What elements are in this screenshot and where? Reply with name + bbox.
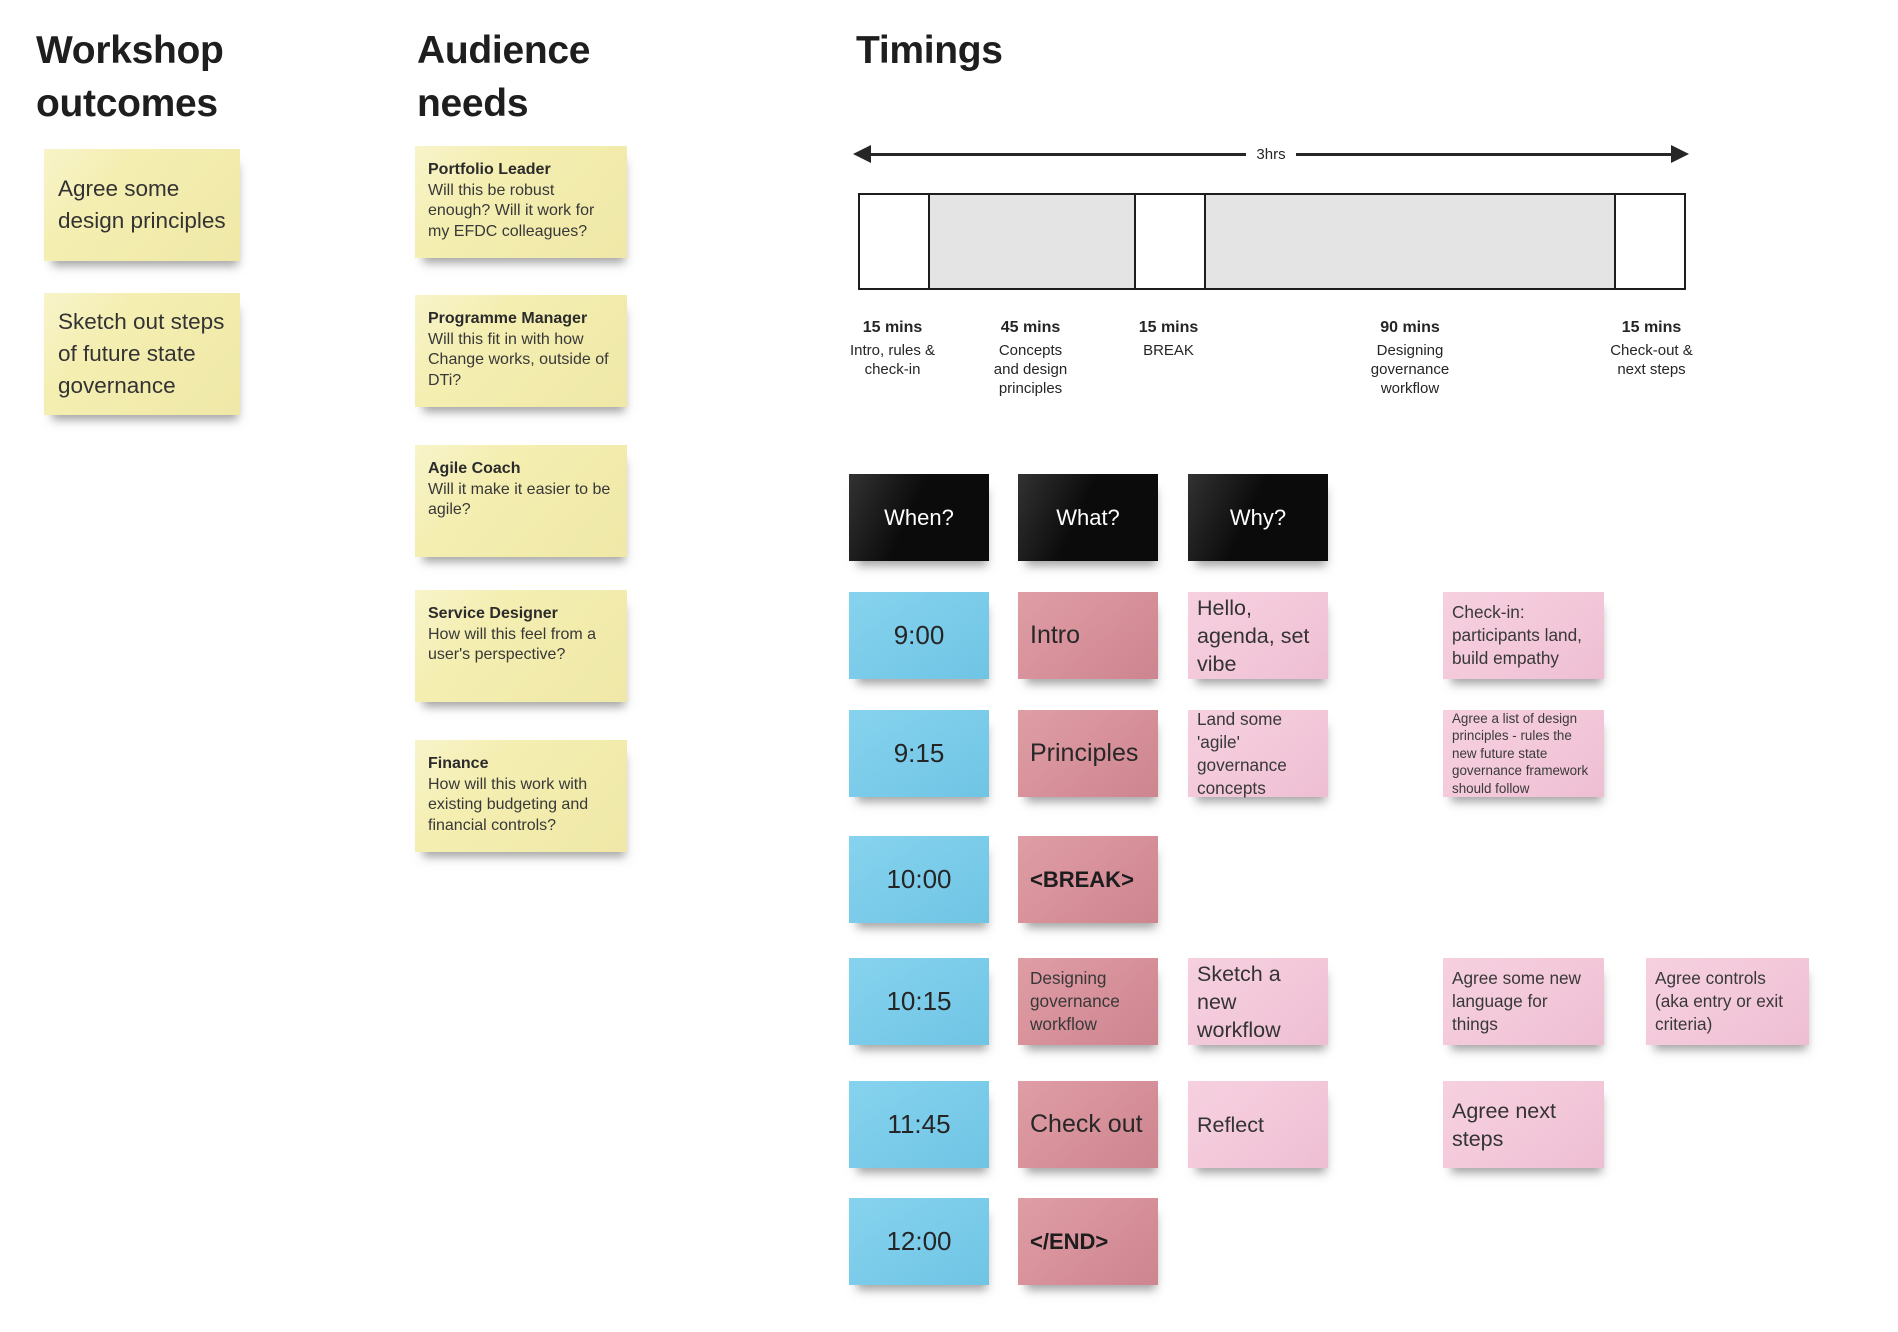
audience-role: Agile Coach (428, 460, 521, 477)
audience-question: Will this fit in with how Change works, … (428, 330, 609, 389)
audience-question: Will it make it easier to be agile? (428, 480, 611, 519)
total-duration-label: 3hrs (1256, 145, 1286, 163)
audience-role: Service Designer (428, 605, 558, 622)
sticky-note-what[interactable]: Principles (1018, 710, 1158, 797)
segment-activity: Designing governance workflow (1370, 342, 1450, 397)
column-header-note[interactable]: Why? (1188, 474, 1328, 561)
sticky-note-outcome[interactable]: Agree some design principles (44, 149, 240, 261)
sticky-note-when[interactable]: 10:15 (849, 958, 989, 1045)
sticky-note-what[interactable]: </END> (1018, 1198, 1158, 1285)
arrow-line (871, 152, 1247, 156)
workshop-outcomes-heading: Workshop outcomes (36, 29, 224, 125)
segment-activity: Intro, rules & check-in (849, 342, 936, 378)
arrow-line (1295, 152, 1671, 156)
audience-needs-heading: Audience needs (417, 29, 591, 125)
outcome-note-text: Agree some design principles (58, 176, 226, 233)
what-activity-text: Check out (1030, 1110, 1143, 1138)
audience-question: Will this be robust enough? Will it work… (428, 181, 595, 240)
timings-heading: Timings (856, 29, 1003, 72)
sticky-note-when[interactable]: 12:00 (849, 1198, 989, 1285)
sticky-note-why[interactable]: Agree next steps (1443, 1081, 1604, 1168)
sticky-note-when[interactable]: 10:00 (849, 836, 989, 923)
segment-duration: 15 mins (1621, 319, 1682, 336)
segment-duration: 45 mins (1000, 319, 1061, 336)
sticky-note-outcome[interactable]: Sketch out steps of future state governa… (44, 293, 240, 415)
sticky-note-when[interactable]: 11:45 (849, 1081, 989, 1168)
audience-question: How will this feel from a user's perspec… (428, 625, 597, 664)
why-note-text: Agree controls (aka entry or exit criter… (1655, 968, 1783, 1034)
when-time-text: 11:45 (887, 1109, 951, 1139)
column-header-text: When? (884, 504, 954, 530)
arrow-left-head (853, 145, 871, 163)
what-activity-text: Principles (1030, 739, 1139, 767)
segment-duration: 15 mins (862, 319, 923, 336)
sticky-note-what[interactable]: Check out (1018, 1081, 1158, 1168)
audience-question: How will this work with existing budgeti… (428, 775, 589, 834)
why-note-text: Sketch a new workflow (1197, 961, 1281, 1042)
why-note-text: Land some 'agile' governance concepts (1197, 708, 1287, 798)
when-time-text: 12:00 (886, 1226, 952, 1256)
why-note-text: Check-in: participants land, build empat… (1452, 602, 1582, 668)
timeline-bar (858, 193, 1686, 290)
sticky-note-what[interactable]: Designing governance workflow (1018, 958, 1158, 1045)
timeline-segment (1614, 195, 1684, 288)
why-note-text: Agree a list of design principles - rule… (1452, 710, 1589, 796)
what-activity-text: Intro (1030, 621, 1081, 649)
segment-duration: 90 mins (1380, 319, 1440, 336)
audience-role: Portfolio Leader (428, 161, 551, 178)
timeline-segment (860, 195, 928, 288)
sticky-note-when[interactable]: 9:00 (849, 592, 989, 679)
duration-arrow: 3hrs (853, 145, 1689, 163)
arrow-right-head (1671, 145, 1689, 163)
what-activity-text: Designing governance workflow (1030, 968, 1120, 1034)
when-time-text: 9:15 (893, 738, 945, 768)
outcome-note-text: Sketch out steps of future state governa… (58, 309, 225, 398)
column-header-text: What? (1056, 504, 1120, 530)
why-note-text: Agree some new language for things (1452, 968, 1581, 1034)
what-activity-text: </END> (1030, 1228, 1109, 1254)
segment-activity: Concepts and design principles (993, 342, 1068, 397)
segment-activity: Check-out & next steps (1610, 342, 1693, 378)
why-note-text: Agree next steps (1452, 1098, 1556, 1151)
audience-role: Programme Manager (428, 310, 588, 327)
audience-role: Finance (428, 755, 489, 772)
sticky-note-why[interactable]: Reflect (1188, 1081, 1328, 1168)
sticky-note-why[interactable]: Agree some new language for things (1443, 958, 1604, 1045)
when-time-text: 10:00 (886, 864, 952, 894)
timeline-segment (1134, 195, 1204, 288)
when-time-text: 10:15 (886, 986, 952, 1016)
sticky-note-when[interactable]: 9:15 (849, 710, 989, 797)
sticky-note-why[interactable]: Sketch a new workflow (1188, 958, 1328, 1045)
sticky-note-what[interactable]: Intro (1018, 592, 1158, 679)
segment-duration: 15 mins (1138, 319, 1199, 336)
timeline-segment (1204, 195, 1614, 288)
sticky-note-why[interactable]: Agree controls (aka entry or exit criter… (1646, 958, 1809, 1045)
segment-activity: BREAK (1143, 342, 1194, 359)
sticky-note-why[interactable]: Hello, agenda, set vibe (1188, 592, 1328, 679)
sticky-note-why[interactable]: Land some 'agile' governance concepts (1188, 708, 1328, 798)
column-header-text: Why? (1229, 504, 1287, 530)
sticky-note-why[interactable]: Agree a list of design principles - rule… (1443, 710, 1604, 797)
column-header-note[interactable]: What? (1018, 474, 1158, 561)
sticky-note-why[interactable]: Check-in: participants land, build empat… (1443, 592, 1604, 679)
column-header-note[interactable]: When? (849, 474, 989, 561)
what-activity-text: <BREAK> (1030, 866, 1134, 892)
why-note-text: Hello, agenda, set vibe (1197, 595, 1310, 676)
why-note-text: Reflect (1197, 1112, 1264, 1137)
sticky-note-what[interactable]: <BREAK> (1018, 836, 1158, 923)
timeline-segment (928, 195, 1134, 288)
when-time-text: 9:00 (893, 620, 945, 650)
